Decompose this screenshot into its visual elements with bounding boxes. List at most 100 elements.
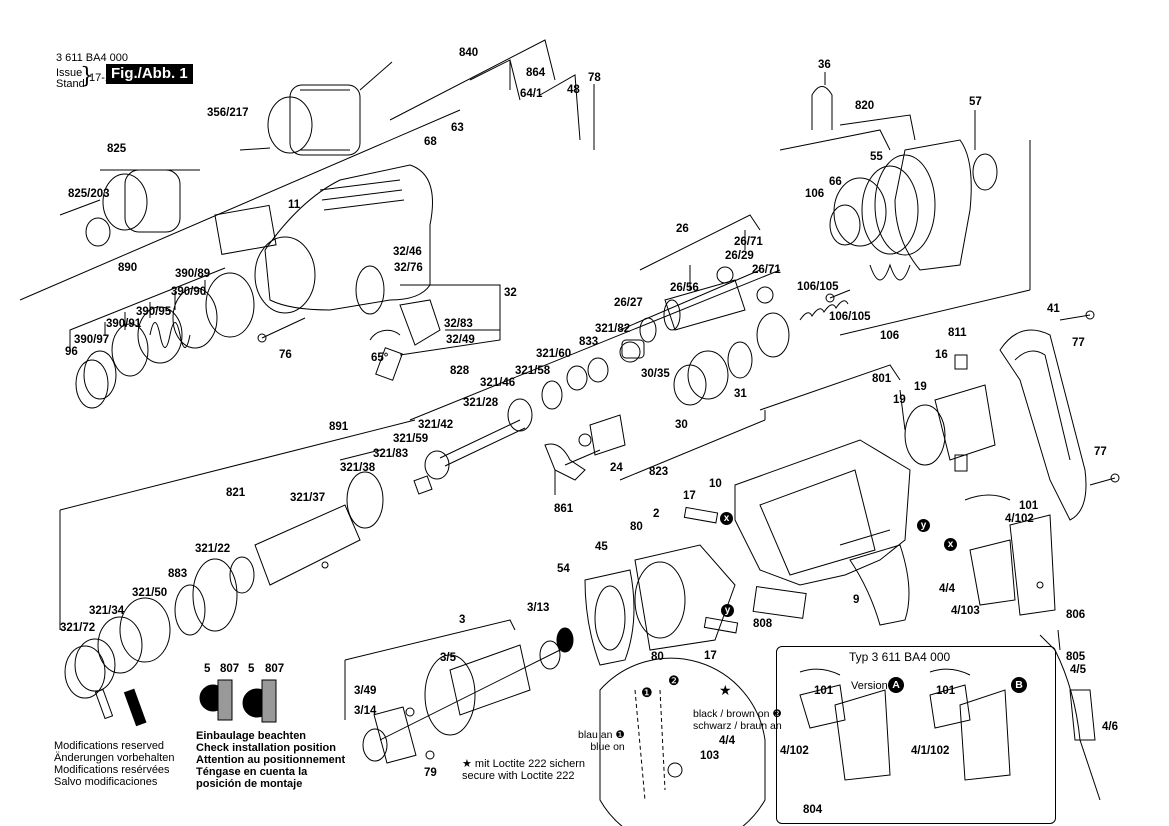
- part-label: 321/83: [373, 448, 409, 460]
- part-label: 80: [630, 521, 643, 533]
- part-label: 106/105: [829, 311, 871, 323]
- connection-marker-icon: y: [721, 604, 734, 617]
- part-label: 54: [557, 563, 570, 575]
- part-label: 103: [700, 750, 720, 762]
- inset-label: 101: [814, 685, 834, 697]
- part-label: 32/46: [393, 246, 422, 258]
- part-label: 16: [935, 349, 948, 361]
- version-b-badge: B: [1011, 677, 1027, 693]
- part-label: 77: [1072, 337, 1085, 349]
- part-label: 820: [855, 100, 875, 112]
- part-label: 106/105: [797, 281, 839, 293]
- part-label: 5: [248, 663, 255, 675]
- inset-label: 804: [803, 804, 823, 816]
- part-label: 321/60: [536, 348, 572, 360]
- part-label: 64/1: [520, 88, 543, 100]
- part-label: 80: [651, 651, 664, 663]
- part-label: 321/50: [132, 587, 168, 599]
- part-label: 807: [220, 663, 240, 675]
- part-label: 26/29: [725, 250, 754, 262]
- part-label: 825: [107, 143, 127, 155]
- inset-title: Typ 3 611 BA4 000: [849, 650, 951, 664]
- part-label: 321/72: [60, 622, 96, 634]
- issue-label: Issue: [56, 67, 83, 79]
- part-label: 4/4: [719, 735, 735, 747]
- inset-label: 4/102: [780, 745, 809, 757]
- doc-number: 3 611 BA4 000: [56, 52, 128, 64]
- part-label: 390/89: [175, 268, 211, 280]
- part-label: 321/28: [463, 397, 499, 409]
- inset-label: 4/1/102: [911, 745, 950, 757]
- part-label: 26/27: [614, 297, 643, 309]
- part-label: 26/56: [670, 282, 699, 294]
- part-label: 48: [567, 84, 580, 96]
- part-label: 32/76: [394, 262, 423, 274]
- part-label: 4/6: [1102, 721, 1118, 733]
- install-position-note: Einbaulage beachten Check installation p…: [196, 730, 346, 790]
- part-label: 806: [1066, 609, 1086, 621]
- part-label: 17: [683, 490, 696, 502]
- part-label: 821: [226, 487, 246, 499]
- figure-badge: Fig./Abb. 1: [106, 64, 193, 84]
- part-label: 19: [914, 381, 927, 393]
- part-label: 321/46: [480, 377, 516, 389]
- part-label: 890: [118, 262, 138, 274]
- modifications-note: Modifications reserved Änderungen vorbeh…: [54, 740, 175, 788]
- part-label: 801: [872, 373, 892, 385]
- part-label: 96: [65, 346, 78, 358]
- part-label: 30: [675, 419, 688, 431]
- star-icon: ★: [719, 682, 732, 698]
- part-label: 390/97: [74, 334, 110, 346]
- part-label: 68: [424, 136, 437, 148]
- part-label: 106: [880, 330, 900, 342]
- part-label: 57: [969, 96, 982, 108]
- stand-label: Stand: [56, 78, 85, 90]
- part-label: 77: [1094, 446, 1107, 458]
- connection-marker-icon: x: [944, 538, 957, 551]
- inset-label: 101: [936, 685, 956, 697]
- part-label: 891: [329, 421, 349, 433]
- part-label: 11: [288, 199, 301, 211]
- part-label: 321/22: [195, 543, 231, 555]
- part-label: 321/59: [393, 433, 429, 445]
- version-a-label: Version: [851, 680, 888, 692]
- part-label: 321/58: [515, 365, 551, 377]
- blue-wire-label: blau an ❶ blue on: [578, 729, 625, 753]
- part-label: 66: [829, 176, 842, 188]
- part-label: 4/4: [939, 583, 955, 595]
- part-label: 3/13: [527, 602, 550, 614]
- part-label: 41: [1047, 303, 1060, 315]
- part-label: 4/5: [1070, 664, 1086, 676]
- part-label: 10: [709, 478, 722, 490]
- part-label: 356/217: [207, 107, 249, 119]
- version-a-badge: A: [888, 677, 904, 693]
- part-label: 9: [853, 594, 860, 606]
- part-label: 825/203: [68, 188, 110, 200]
- part-label: 36: [818, 59, 831, 71]
- part-label: 321/42: [418, 419, 454, 431]
- part-label: 811: [948, 327, 967, 339]
- marker-1-icon: ❶: [641, 685, 653, 700]
- part-label: 823: [649, 466, 669, 478]
- part-label: 807: [265, 663, 285, 675]
- part-label: 65°: [371, 352, 389, 364]
- part-label: 321/37: [290, 492, 326, 504]
- connection-marker-icon: x: [720, 512, 733, 525]
- part-label: 321/34: [89, 605, 125, 617]
- part-label: 3/14: [354, 705, 377, 717]
- part-label: 19: [893, 394, 906, 406]
- part-label: 78: [588, 72, 601, 84]
- connection-marker-icon: y: [917, 519, 930, 532]
- part-label: 106: [805, 188, 825, 200]
- part-label: 63: [451, 122, 464, 134]
- part-label: 861: [554, 503, 574, 515]
- part-label: 828: [450, 365, 470, 377]
- part-label: 840: [459, 47, 479, 59]
- brace-icon: }: [80, 64, 94, 89]
- part-label: 24: [610, 462, 623, 474]
- part-label: 390/90: [171, 286, 207, 298]
- part-label: 3: [459, 614, 466, 626]
- part-label: 32: [504, 287, 517, 299]
